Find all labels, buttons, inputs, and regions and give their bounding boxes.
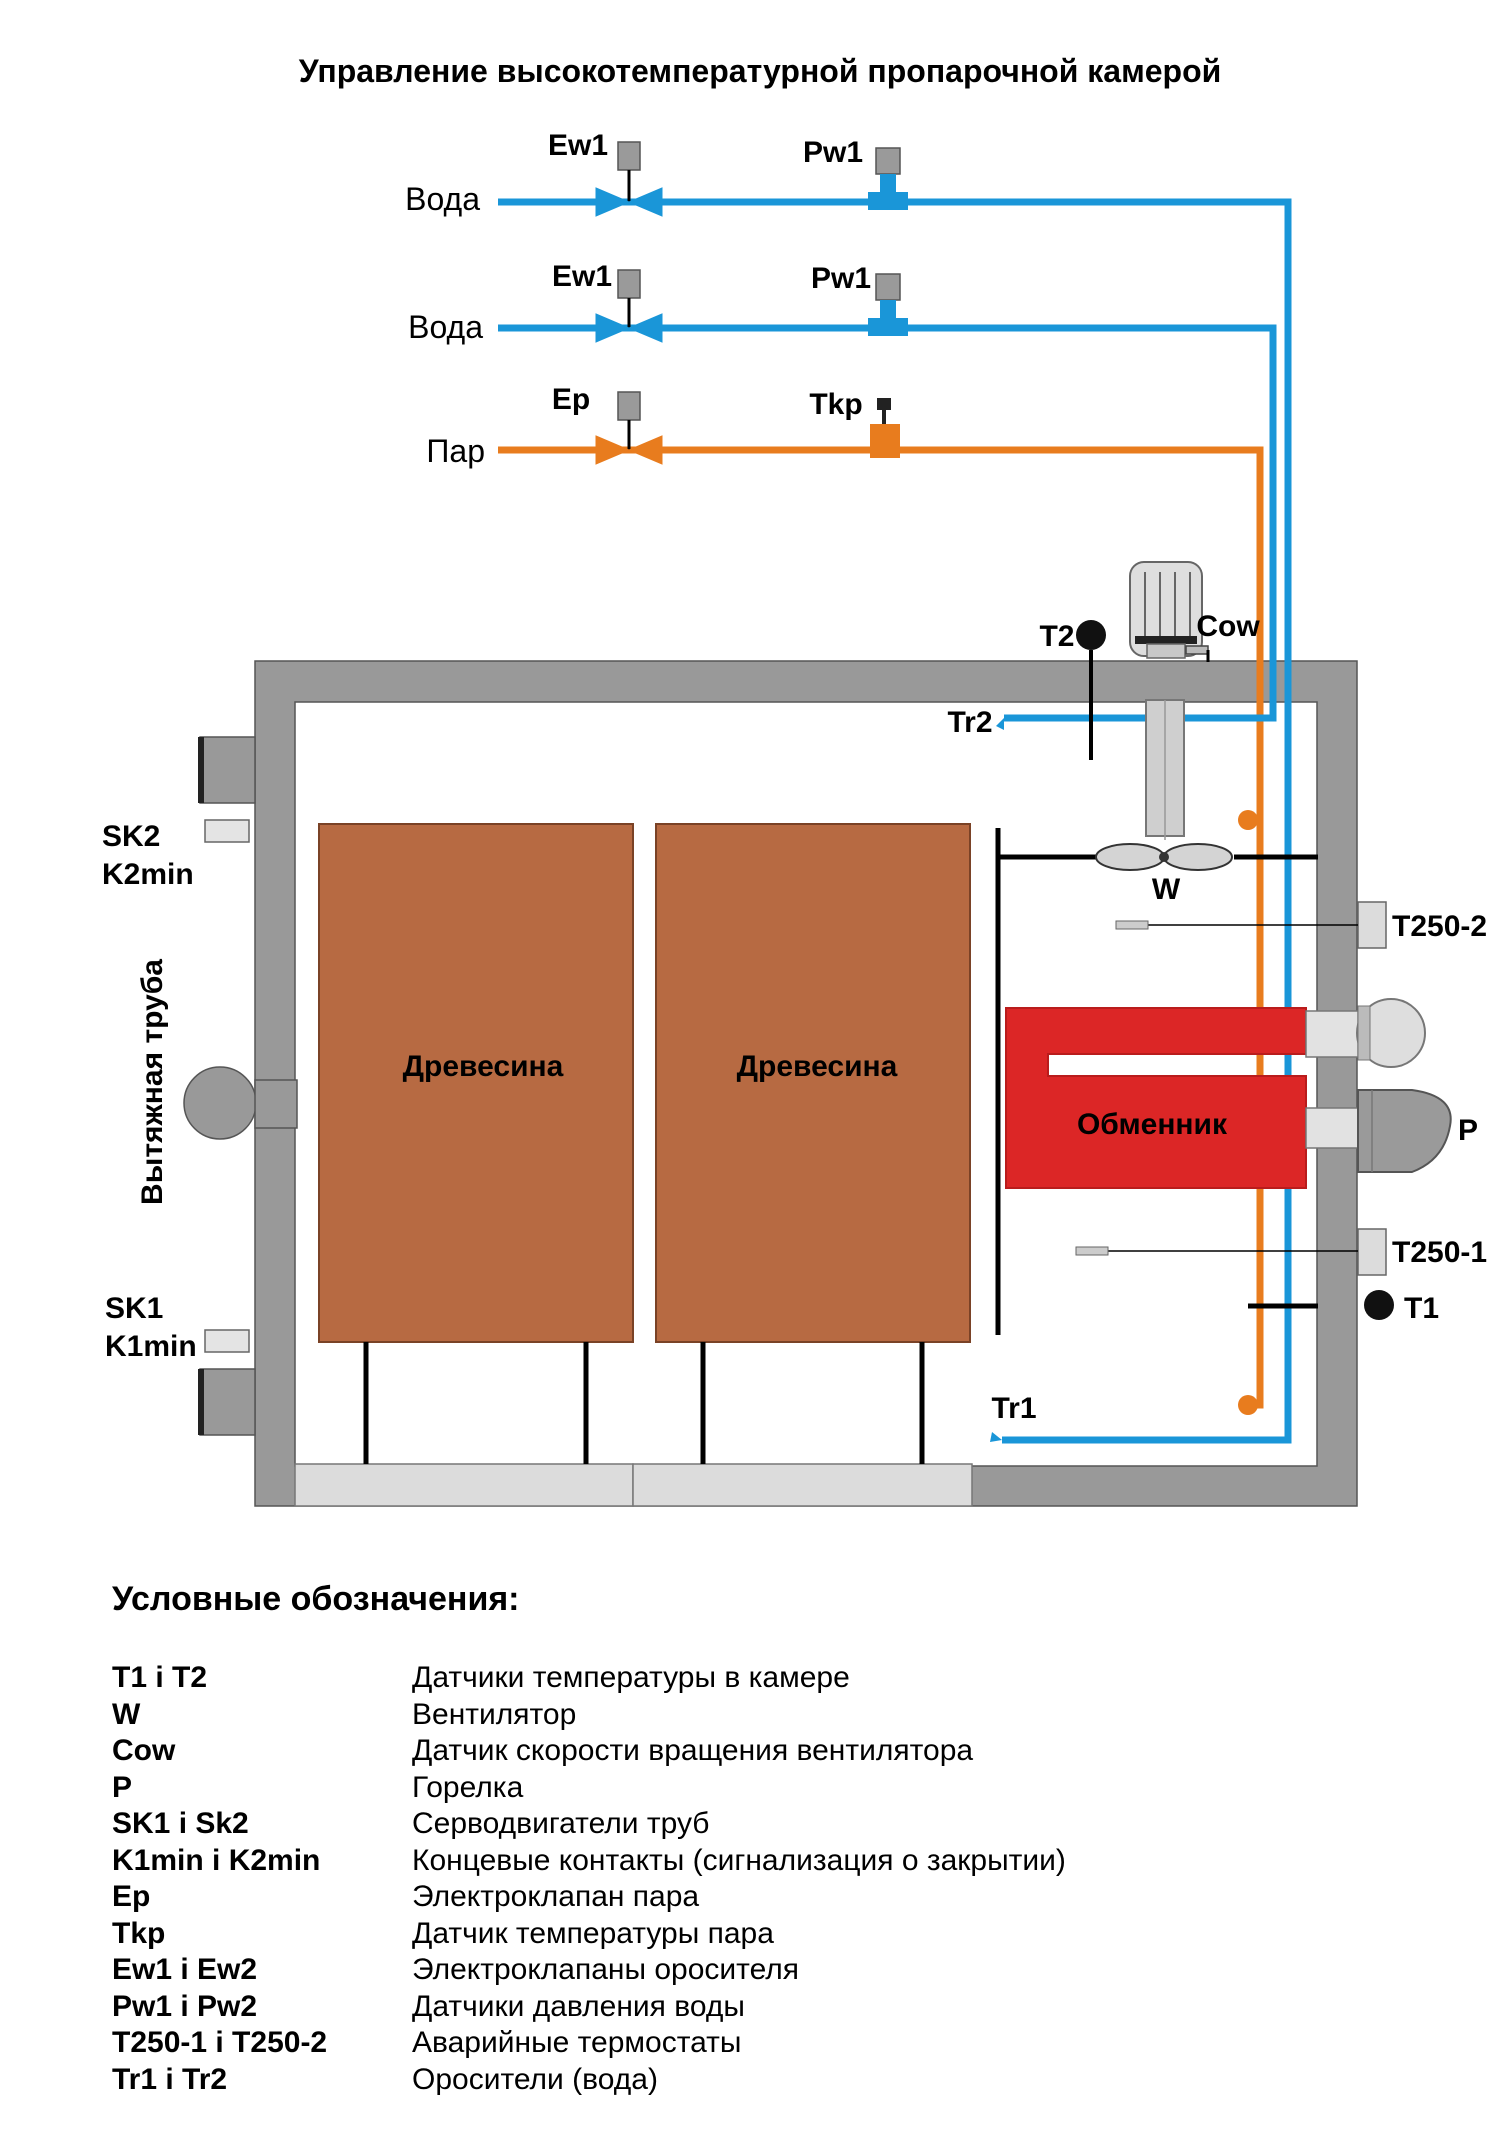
- burner-p[interactable]: [1357, 1089, 1452, 1173]
- thermostat-label-t250-2: T250-2: [1392, 910, 1487, 943]
- servo-label-sk2: SK2: [102, 820, 160, 853]
- legend-row: Ep Электроклапан пара: [112, 1879, 1066, 1916]
- sprinkler-label-tr2: Tr2: [947, 706, 992, 739]
- legend-description: Аварийные термостаты: [412, 2026, 742, 2060]
- sensor-label-t2: T2: [1039, 620, 1074, 653]
- pressure-sensor-pw1-middle[interactable]: [868, 273, 908, 336]
- fan-motor[interactable]: [1129, 561, 1203, 659]
- exchanger-label: Обменник: [1077, 1108, 1228, 1141]
- legend-key: T250-1 i T250-2: [112, 2026, 328, 2060]
- legend-row: T1 i T2 Датчики температуры в камере: [112, 1660, 1066, 1697]
- thermostat-t250-2[interactable]: [1115, 901, 1387, 949]
- legend-row: W Вентилятор: [112, 1697, 1066, 1734]
- temp-sensor-t2[interactable]: [1076, 620, 1106, 760]
- legend-row: T250-1 i T250-2 Аварийные термостаты: [112, 2025, 1066, 2062]
- fan-w[interactable]: [1095, 843, 1233, 871]
- legend-key: T1 i T2: [112, 1661, 208, 1695]
- legend-description: Оросители (вода): [412, 2062, 658, 2096]
- burner-label-p: P: [1458, 1114, 1478, 1147]
- legend-description: Датчик температуры пара: [412, 1916, 774, 1950]
- diagram-title: Управление высокотемпературной пропарочн…: [299, 53, 1222, 89]
- sensor-label-t1: T1: [1404, 1292, 1439, 1325]
- sensor-label-cow: Cow: [1196, 610, 1260, 643]
- sensor-label-pw1-top: Pw1: [803, 136, 863, 169]
- legend-row: P Горелка: [112, 1770, 1066, 1807]
- sprinkler-label-tr1: Tr1: [991, 1392, 1036, 1425]
- legend-key: Tr1 i Tr2: [112, 2062, 228, 2096]
- thermostat-t250-1[interactable]: [1075, 1228, 1387, 1276]
- servo-sk2[interactable]: [198, 736, 256, 804]
- chamber-walls: [254, 660, 1358, 1507]
- valve-ew1-top[interactable]: [595, 141, 663, 217]
- valve-label-ew1-middle: Ew1: [552, 260, 612, 293]
- servo-sk1[interactable]: [198, 1368, 256, 1436]
- legend-description: Вентилятор: [412, 1697, 577, 1731]
- legend-row: Tkp Датчик температуры пара: [112, 1916, 1066, 1953]
- thermostat-label-t250-1: T250-1: [1392, 1236, 1487, 1269]
- pressure-sensor-pw1-top[interactable]: [868, 147, 908, 210]
- legend-description: Электроклапан пара: [412, 1880, 700, 1914]
- water-pipe-middle: [498, 324, 1277, 722]
- legend-key: Ep: [112, 1880, 151, 1914]
- legend-description: Датчики температуры в камере: [412, 1661, 850, 1695]
- valve-label-ep: Ep: [552, 383, 590, 416]
- burner-fan: [1356, 998, 1426, 1068]
- heat-exchanger: [1005, 1007, 1307, 1189]
- legend-row: SK1 i Sk2 Серводвигатели труб: [112, 1806, 1066, 1843]
- legend-key: Tkp: [112, 1916, 166, 1950]
- wood-stack-2: [655, 823, 971, 1464]
- legend-row: K1min i K2min Концевые контакты (сигнализ…: [112, 1843, 1066, 1880]
- legend-key: Cow: [112, 1734, 176, 1768]
- water-line-label-top: Вода: [405, 181, 480, 217]
- legend-description: Датчики давления воды: [412, 1989, 745, 2023]
- fan-label-w: W: [1152, 873, 1181, 906]
- fan-speed-sensor-cow: [1185, 645, 1210, 662]
- limit-switch-k2min: [204, 819, 250, 843]
- legend-row: Pw1 i Pw2 Датчики давления воды: [112, 1989, 1066, 2026]
- limit-switch-k1min: [204, 1329, 250, 1353]
- legend-description: Концевые контакты (сигнализация о закрыт…: [412, 1843, 1066, 1877]
- limit-label-k1min: K1min: [105, 1330, 197, 1363]
- exhaust-pipe-label: Вытяжная труба: [136, 959, 169, 1205]
- wood-stack-1: [318, 823, 634, 1464]
- limit-label-k2min: K2min: [102, 858, 194, 891]
- steam-line-label: Пар: [426, 433, 485, 469]
- legend-key: W: [112, 1697, 141, 1731]
- wood-label-2: Древесина: [737, 1050, 898, 1083]
- legend-key: K1min i K2min: [112, 1843, 321, 1877]
- legend-description: Серводвигатели труб: [412, 1807, 710, 1841]
- steam-outlet-top: [1238, 810, 1258, 830]
- exhaust-pipe[interactable]: [183, 1066, 298, 1140]
- legend-description: Датчик скорости вращения вентилятора: [412, 1734, 974, 1768]
- legend-key: Ew1 i Ew2: [112, 1953, 258, 1987]
- temp-sensor-t1[interactable]: [1364, 1290, 1394, 1320]
- legend-key: P: [112, 1770, 133, 1804]
- steam-temp-sensor-tkp[interactable]: [870, 398, 900, 458]
- steam-outlet-bottom: [1238, 1395, 1258, 1415]
- valve-ep[interactable]: [595, 391, 663, 465]
- legend-key: Pw1 i Pw2: [112, 1989, 258, 2023]
- floor-tiles: [294, 1463, 973, 1507]
- sprinkler-tr1: [990, 1432, 1002, 1442]
- valve-ew1-middle[interactable]: [595, 269, 663, 343]
- legend-title: Условные обозначения:: [112, 1580, 520, 1618]
- valve-label-ew1-top: Ew1: [548, 129, 608, 162]
- burner-connectors: [1305, 1010, 1359, 1149]
- sensor-label-tkp: Tkp: [809, 388, 862, 421]
- legend-description: Горелка: [412, 1770, 524, 1804]
- servo-label-sk1: SK1: [105, 1292, 163, 1325]
- water-line-label-middle: Вода: [408, 309, 483, 345]
- legend-row: Cow Датчик скорости вращения вентилятора: [112, 1733, 1066, 1770]
- sprinkler-tr2: [996, 718, 1004, 730]
- air-baffle: [995, 828, 1318, 1335]
- legend-description: Электроклапаны оросителя: [412, 1953, 800, 1987]
- wood-label-1: Древесина: [403, 1050, 564, 1083]
- legend-key: SK1 i Sk2: [112, 1807, 249, 1841]
- legend-row: Ew1 i Ew2 Электроклапаны оросителя: [112, 1952, 1066, 1989]
- legend-row: Tr1 i Tr2 Оросители (вода): [112, 2062, 1066, 2099]
- sensor-label-pw1-middle: Pw1: [811, 262, 871, 295]
